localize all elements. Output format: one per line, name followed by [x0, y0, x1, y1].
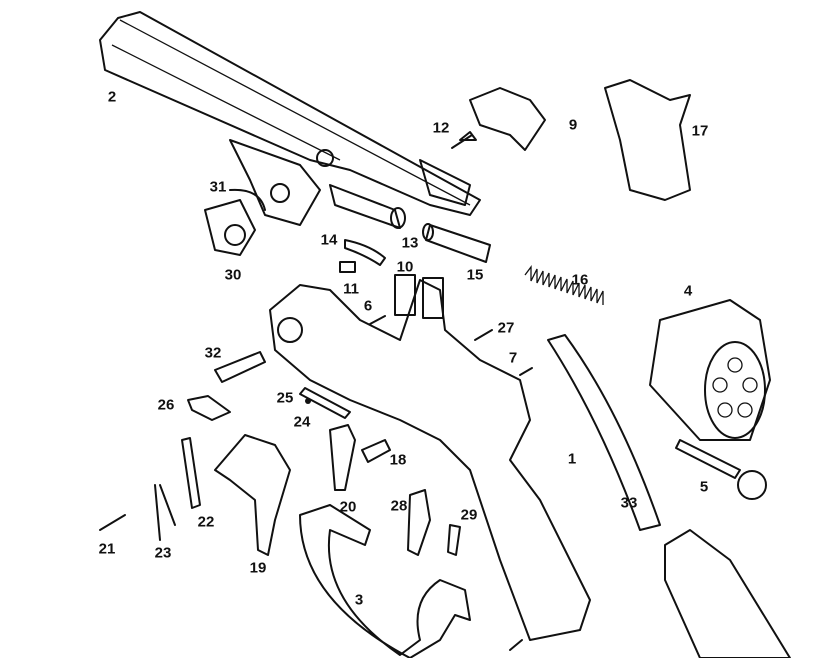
part-11	[339, 261, 356, 273]
part-26	[187, 395, 231, 421]
part-10	[344, 239, 386, 266]
callout-11: 11	[343, 280, 359, 298]
part-20	[329, 424, 356, 491]
callout-23: 23	[154, 544, 172, 562]
callout-9: 9	[568, 116, 578, 134]
callout-29: 29	[460, 506, 478, 524]
part-19-trigger	[214, 434, 291, 556]
part-5-extractor	[675, 439, 767, 500]
part-32-screw	[214, 351, 266, 383]
callout-21: 21	[98, 540, 116, 558]
part-17-hammer	[604, 79, 691, 201]
callout-12: 12	[432, 119, 450, 137]
callout-22: 22	[197, 513, 215, 531]
part-3-trigger-guard	[299, 504, 471, 658]
callout-6: 6	[363, 297, 373, 315]
callout-27: 27	[497, 319, 515, 337]
part-9-latch	[469, 87, 546, 151]
part-12-screw	[451, 131, 477, 149]
part-6-pin	[369, 315, 386, 325]
part-27-pin	[474, 329, 493, 341]
callout-1: 1	[567, 450, 577, 468]
part-2-barrel	[99, 11, 481, 226]
part-25	[305, 398, 311, 404]
part-18	[361, 439, 391, 463]
callout-14: 14	[320, 231, 338, 249]
callout-7: 7	[508, 349, 518, 367]
callout-25: 25	[276, 389, 294, 407]
callout-30: 30	[224, 266, 242, 284]
callout-13: 13	[401, 234, 419, 252]
part-16-spring	[524, 265, 604, 305]
callout-2: 2	[107, 88, 117, 106]
part-24	[299, 387, 351, 419]
callout-18: 18	[389, 451, 407, 469]
callout-28: 28	[390, 497, 408, 515]
callout-33: 33	[620, 494, 638, 512]
callout-31: 31	[209, 178, 227, 196]
part-4-cylinder	[649, 299, 771, 441]
callout-10: 10	[396, 258, 414, 276]
part-21-pin	[99, 514, 126, 531]
part-7-pin	[519, 367, 533, 376]
callout-17: 17	[691, 122, 709, 140]
callout-24: 24	[293, 413, 311, 431]
callout-20: 20	[339, 498, 357, 516]
part-13	[329, 184, 406, 229]
callout-15: 15	[466, 266, 484, 284]
callout-26: 26	[157, 396, 175, 414]
part-29	[447, 524, 461, 556]
pin-bottom	[509, 639, 523, 651]
callout-3: 3	[354, 591, 364, 609]
part-33-mainspring	[547, 334, 661, 531]
part-22	[181, 437, 201, 509]
part-31	[229, 188, 266, 211]
callout-16: 16	[571, 271, 589, 289]
part-1-frame	[269, 274, 591, 641]
callout-19: 19	[249, 559, 267, 577]
part-30	[204, 199, 256, 256]
part-15	[422, 223, 491, 263]
grip-panel	[664, 529, 791, 658]
callout-5: 5	[699, 478, 709, 496]
callout-4: 4	[683, 282, 693, 300]
part-28	[407, 489, 431, 556]
part-23	[154, 484, 176, 541]
callout-32: 32	[204, 344, 222, 362]
